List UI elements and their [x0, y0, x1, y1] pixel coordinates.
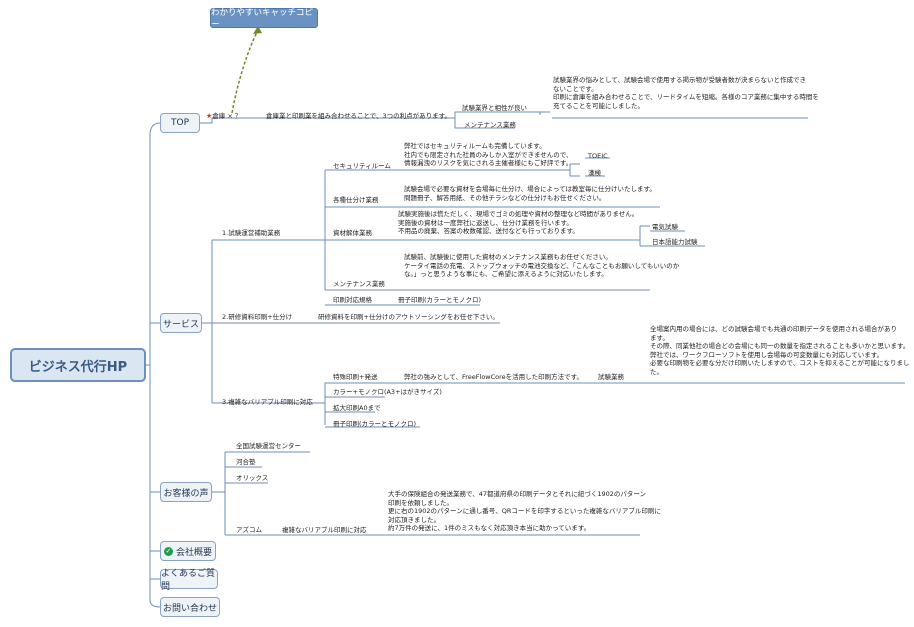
topic-soko-label: 倉庫 × ？: [212, 112, 242, 120]
topic-service-maintenance[interactable]: メンテナンス業務: [333, 280, 385, 288]
topic-security-desc: 弊社ではセキュリティルームも完備しています。社内でも限定された社員のみしか入室が…: [404, 142, 573, 168]
topic-insatsu-kikaku[interactable]: 印刷対応規格: [333, 296, 372, 304]
customer-4[interactable]: アズコム: [236, 526, 262, 534]
branch-company-label: 会社概要: [175, 547, 212, 558]
topic-kakudai[interactable]: 拡大印刷A0まで: [333, 404, 381, 412]
topic-variable[interactable]: 複雑なバリアブル印刷に対応: [282, 526, 367, 534]
topic-sasshi-2[interactable]: 冊子印刷(カラーとモノクロ): [333, 420, 417, 428]
branch-voice[interactable]: お客様の声: [160, 482, 212, 502]
customer-3[interactable]: オリックス: [236, 474, 269, 482]
branch-contact[interactable]: お問い合わせ: [160, 597, 220, 617]
topic-shiken[interactable]: 試験業務: [598, 373, 624, 381]
topic-kakushu[interactable]: 各種仕分け業務: [333, 196, 379, 204]
topic-toeic[interactable]: TOEIC: [588, 152, 608, 160]
topic-service-1[interactable]: 1.試験運営補助業務: [222, 229, 281, 237]
branch-company[interactable]: ✓会社概要: [160, 541, 216, 561]
topic-kaitai-desc: 試験実施後は慌ただしく、現場でゴミの処理や資材の整理など時間がありません。実施後…: [398, 210, 639, 236]
callout-arrowhead: [253, 26, 262, 34]
star-icon: ★: [206, 112, 213, 120]
topic-aisho-desc: 試験業界の悩みとして、試験会場で使用する掲示物が受験者数が決まらないと作成できな…: [553, 76, 819, 110]
branch-top[interactable]: TOP: [160, 113, 200, 133]
topic-service-3[interactable]: 3.複雑なバリアブル印刷に対応: [222, 398, 313, 406]
topic-security[interactable]: セキュリティルーム: [333, 162, 391, 170]
topic-kakushu-desc: 試験会場で必要な資材を会場毎に仕分け、場合によっては教室毎に仕分けいたします。問…: [404, 185, 656, 202]
topic-aisho[interactable]: 試験業界と相性が良い: [462, 104, 527, 112]
customer-2[interactable]: 河合塾: [236, 458, 256, 466]
topic-kanken[interactable]: 漢検: [588, 169, 601, 177]
topic-merit[interactable]: 倉庫業と印刷業を組み合わせることで、3つの利点があります。: [266, 112, 452, 120]
catchcopy-callout[interactable]: わかりやすいキャッチコピー: [210, 8, 318, 30]
topic-soko[interactable]: ★倉庫 × ？: [206, 112, 241, 121]
topic-service-2-desc: 研修資料を印刷+仕分けのアウトソーシングをお任せ下さい。: [318, 313, 499, 321]
root-node[interactable]: ビジネス代行HP: [10, 348, 146, 382]
topic-service-2[interactable]: 2.研修資料印刷+仕分け: [222, 313, 293, 321]
topic-shiken-desc: 全場案内用の場合には、どの試験会場でも共通の印刷データを使用される場合があります…: [650, 325, 910, 376]
topic-kaitai[interactable]: 資材解体業務: [333, 229, 372, 237]
callout-connector: [231, 29, 259, 114]
check-circle-icon: ✓: [163, 546, 173, 556]
topic-denki[interactable]: 電気試験: [652, 223, 678, 231]
topic-tokushu[interactable]: 特殊印刷+発送: [333, 373, 378, 381]
topic-sasshi-1[interactable]: 冊子印刷(カラーとモノクロ): [398, 296, 482, 304]
topic-top-maintenance[interactable]: メンテナンス業務: [464, 121, 516, 129]
topic-tokushu-desc: 弊社の強みとして、FreeFlowCoreを活用した印刷方法です。: [404, 373, 584, 381]
customer-1[interactable]: 全国試験運営センター: [236, 442, 301, 450]
topic-color[interactable]: カラー+モノクロ(A3+はがきサイズ): [333, 388, 442, 396]
topic-variable-desc: 大手の保険組合の発送業務で、47都道府県の印刷データとそれに紐づく1902のパタ…: [388, 490, 661, 533]
topic-maintenance-desc: 試験前、試験後に使用した資材のメンテナンス業務もお任せください。ケータイ電話の充…: [404, 253, 680, 279]
branch-faq[interactable]: よくあるご質問: [160, 569, 218, 592]
branch-service[interactable]: サービス: [160, 313, 202, 333]
topic-nihongo[interactable]: 日本語能力試験: [652, 238, 698, 246]
